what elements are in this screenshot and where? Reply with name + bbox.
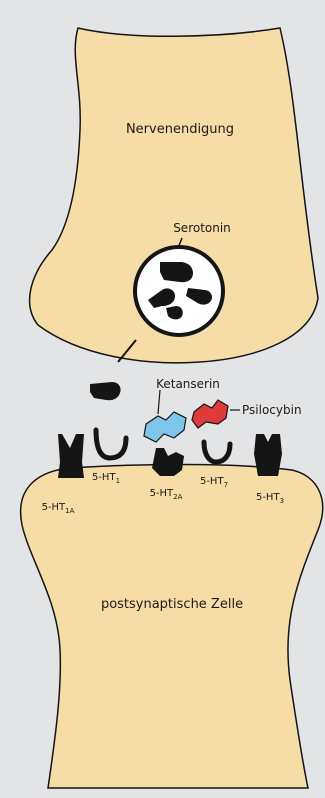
postsynaptic-cell-label: postsynaptische Zelle	[101, 597, 243, 612]
ketanserin-label: Ketanserin	[156, 377, 220, 391]
nerve-ending-label: Nervenendigung	[126, 122, 234, 137]
receptor-5ht1a	[58, 434, 84, 478]
ketanserin-molecule	[144, 412, 186, 442]
free-serotonin-molecule	[90, 382, 121, 400]
receptor-5ht7	[204, 442, 230, 462]
receptor-5ht1	[96, 430, 126, 458]
psilocybin-molecule	[192, 400, 228, 428]
receptor-5ht2a	[152, 448, 184, 476]
ketanserin-leader-line	[158, 390, 160, 414]
serotonin-label: Serotonin	[173, 221, 231, 235]
serotonin-molecule	[160, 262, 193, 282]
psilocybin-label: Psilocybin	[242, 403, 302, 417]
receptor-5ht3	[254, 434, 282, 476]
vesicle	[135, 247, 223, 335]
